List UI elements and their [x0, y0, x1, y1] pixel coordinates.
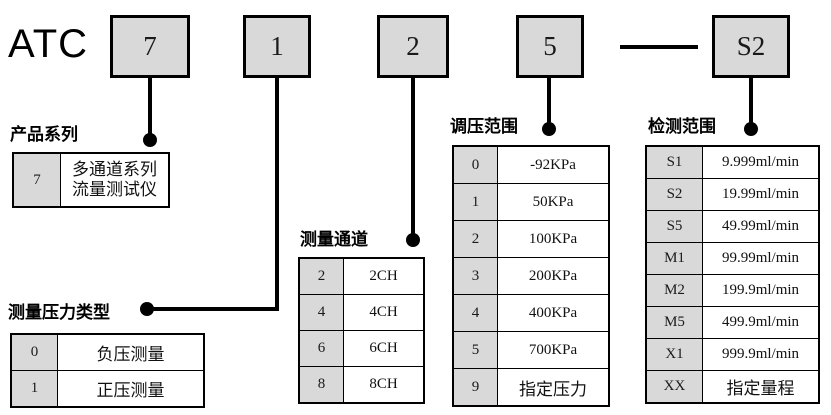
series-row-code: 7	[12, 152, 61, 208]
table-row[interactable]: 5 700KPa	[452, 331, 610, 369]
detection-desc: 49.99ml/min	[702, 210, 820, 243]
table-row[interactable]: S1 9.999ml/min	[645, 145, 820, 179]
series-row-desc: 多通道系列 流量测试仪	[60, 152, 170, 208]
table-row[interactable]: 1 50KPa	[452, 183, 610, 221]
channel-code-box[interactable]: 2	[377, 15, 449, 78]
channel-code: 8	[298, 366, 344, 404]
channel-desc: 8CH	[343, 366, 425, 404]
regulation-code: 2	[452, 220, 498, 258]
channel-code: 4	[298, 294, 344, 331]
detection-code: M5	[645, 306, 703, 339]
detection-code: M2	[645, 274, 703, 307]
regulation-desc: 指定压力	[497, 368, 610, 407]
channel-desc: 4CH	[343, 294, 425, 331]
channel-code: 6	[298, 330, 344, 367]
caption-regulation-range: 调压范围	[450, 117, 518, 136]
table-channels: 2 2CH 4 4CH 6 6CH 8 8CH	[298, 257, 425, 404]
detection-desc: 999.9ml/min	[702, 338, 820, 371]
table-row[interactable]: M1 99.99ml/min	[645, 242, 820, 275]
regulation-desc: 700KPa	[497, 331, 610, 369]
table-row[interactable]: 1 正压测量	[10, 370, 205, 408]
table-row[interactable]: 3 200KPa	[452, 257, 610, 295]
regulation-desc: 400KPa	[497, 294, 610, 332]
table-row[interactable]: M5 499.9ml/min	[645, 306, 820, 339]
table-detection-range: S1 9.999ml/min S2 19.99ml/min S5 49.99ml…	[645, 145, 820, 404]
table-row[interactable]: 8 8CH	[298, 366, 425, 404]
detection-code: S1	[645, 145, 703, 179]
table-row[interactable]: 6 6CH	[298, 330, 425, 367]
regulation-code: 9	[452, 368, 498, 407]
pressure-type-desc: 正压测量	[57, 370, 205, 408]
regulation-code: 3	[452, 257, 498, 295]
regulation-desc: -92KPa	[497, 145, 610, 184]
table-row[interactable]: 4 4CH	[298, 294, 425, 331]
code-separator-dash	[620, 45, 698, 49]
caption-detection-range: 检测范围	[648, 117, 716, 136]
detection-code: XX	[645, 370, 703, 404]
regulation-code: 5	[452, 331, 498, 369]
regulation-range-code-box[interactable]: 5	[516, 15, 584, 78]
detection-code: M1	[645, 242, 703, 275]
table-row[interactable]: 7 多通道系列 流量测试仪	[12, 152, 170, 208]
channel-code: 2	[298, 257, 344, 295]
table-row[interactable]: 2 100KPa	[452, 220, 610, 258]
series-code-box[interactable]: 7	[110, 15, 190, 78]
caption-pressure-type: 测量压力类型	[8, 303, 110, 322]
series-desc-line2: 流量测试仪	[72, 180, 157, 199]
pressure-type-code-box[interactable]: 1	[243, 15, 311, 78]
detection-range-code-box[interactable]: S2	[712, 15, 790, 78]
regulation-desc: 100KPa	[497, 220, 610, 258]
table-product-series: 7 多通道系列 流量测试仪	[12, 152, 170, 208]
table-regulation-range: 0 -92KPa 1 50KPa 2 100KPa 3 200KPa 4 400…	[452, 145, 610, 407]
detection-desc: 19.99ml/min	[702, 178, 820, 211]
table-row[interactable]: S2 19.99ml/min	[645, 178, 820, 211]
detection-desc: 199.9ml/min	[702, 274, 820, 307]
table-row[interactable]: M2 199.9ml/min	[645, 274, 820, 307]
series-desc-line1: 多通道系列	[72, 160, 157, 180]
regulation-desc: 200KPa	[497, 257, 610, 295]
regulation-code: 0	[452, 145, 498, 184]
pressure-type-desc: 负压测量	[57, 333, 205, 371]
table-row[interactable]: 9 指定压力	[452, 368, 610, 407]
caption-channels: 测量通道	[300, 230, 368, 249]
detection-desc: 9.999ml/min	[702, 145, 820, 179]
table-row[interactable]: X1 999.9ml/min	[645, 338, 820, 371]
pressure-type-code: 0	[10, 333, 58, 371]
regulation-code: 1	[452, 183, 498, 221]
table-row[interactable]: 2 2CH	[298, 257, 425, 295]
table-row[interactable]: 0 -92KPa	[452, 145, 610, 184]
detection-desc: 99.99ml/min	[702, 242, 820, 275]
page-title: ATC	[8, 22, 89, 66]
detection-desc: 指定量程	[702, 370, 820, 404]
table-row[interactable]: 4 400KPa	[452, 294, 610, 332]
pressure-type-code: 1	[10, 370, 58, 408]
regulation-code: 4	[452, 294, 498, 332]
table-pressure-type: 0 负压测量 1 正压测量	[10, 333, 205, 408]
detection-code: X1	[645, 338, 703, 371]
caption-product-series: 产品系列	[10, 125, 78, 144]
detection-code: S2	[645, 178, 703, 211]
table-row[interactable]: S5 49.99ml/min	[645, 210, 820, 243]
table-row[interactable]: 0 负压测量	[10, 333, 205, 371]
table-row[interactable]: XX 指定量程	[645, 370, 820, 404]
channel-desc: 2CH	[343, 257, 425, 295]
channel-desc: 6CH	[343, 330, 425, 367]
detection-desc: 499.9ml/min	[702, 306, 820, 339]
detection-code: S5	[645, 210, 703, 243]
regulation-desc: 50KPa	[497, 183, 610, 221]
